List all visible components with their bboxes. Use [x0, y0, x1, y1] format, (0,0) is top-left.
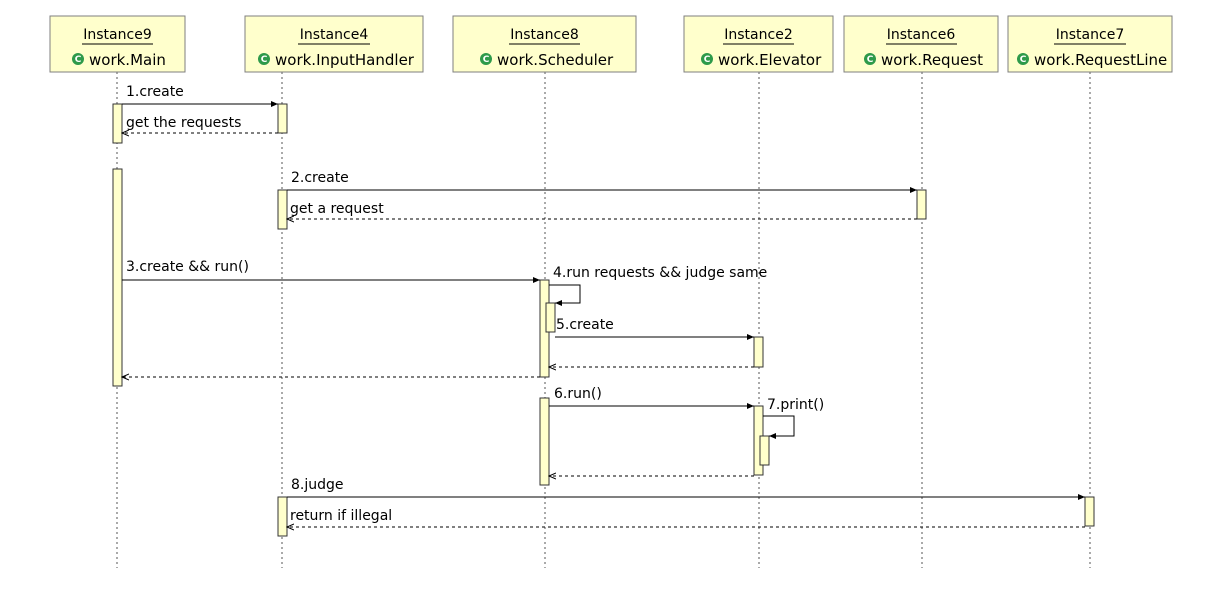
lifeline-class: work.Elevator: [718, 51, 822, 69]
message-label: 1.create: [126, 84, 184, 100]
class-c-icon: [864, 53, 876, 65]
activation-requestline: [1084, 496, 1095, 527]
class-c-icon: [701, 53, 713, 65]
activation-main-1: [112, 103, 123, 144]
lifeline-title: Instance6: [887, 27, 956, 43]
message-label: 6.run(): [554, 386, 602, 402]
activation-inputhandler-3: [277, 496, 288, 537]
activation-scheduler-2: [539, 397, 550, 486]
lifeline-box-scheduler[interactable]: Instance8 C work.Scheduler: [452, 15, 637, 73]
activation-inputhandler-2: [277, 189, 288, 230]
lifeline-class: work.Scheduler: [497, 51, 614, 69]
lifeline-class: work.InputHandler: [275, 51, 415, 69]
lifeline-title: Instance9: [83, 27, 151, 43]
lifeline-title: Instance7: [1056, 27, 1124, 43]
message-label: 2.create: [291, 170, 349, 186]
activation-elevator-1: [753, 336, 764, 368]
activation-elevator-nested: [759, 435, 770, 466]
activation-inputhandler-1: [277, 103, 288, 134]
class-c-icon: [258, 53, 270, 65]
self-call-arrow: [549, 284, 581, 306]
class-c-icon: [72, 53, 84, 65]
lifeline-box-requestline[interactable]: Instance7 C work.RequestLine: [1007, 15, 1173, 73]
message-label: 5.create: [556, 317, 614, 333]
activation-main-2: [112, 168, 123, 387]
activation-request: [916, 189, 927, 220]
svg-text:C: C: [1020, 55, 1027, 65]
activation-scheduler-nested: [545, 302, 556, 333]
self-call-arrow: [763, 415, 795, 439]
lifeline-title: Instance4: [300, 27, 369, 43]
lifeline-box-inputhandler[interactable]: Instance4 C work.InputHandler: [244, 15, 424, 73]
lifeline-title: Instance2: [724, 27, 792, 43]
lifeline-box-main[interactable]: Instance9 C work.Main: [49, 15, 186, 73]
message-label: 7.print(): [767, 397, 824, 413]
svg-text:C: C: [75, 55, 82, 65]
lifeline-title: Instance8: [510, 27, 578, 43]
message-label: 3.create && run(): [126, 259, 249, 275]
class-c-icon: [480, 53, 492, 65]
message-label: get the requests: [126, 115, 241, 131]
svg-text:C: C: [867, 55, 874, 65]
lifeline-box-elevator[interactable]: Instance2 C work.Elevator: [683, 15, 834, 73]
message-label: get a request: [290, 201, 384, 217]
message-label: 8.judge: [291, 477, 344, 493]
lifeline-class: work.Main: [89, 51, 166, 69]
svg-text:C: C: [704, 55, 711, 65]
message-label: 4.run requests && judge same: [553, 265, 767, 281]
lifeline-class: work.Request: [881, 51, 983, 69]
message-label: return if illegal: [290, 508, 392, 524]
lifeline-class: work.RequestLine: [1034, 51, 1167, 69]
class-c-icon: [1017, 53, 1029, 65]
lifeline-box-request[interactable]: Instance6 C work.Request: [843, 15, 999, 73]
svg-text:C: C: [483, 55, 490, 65]
svg-text:C: C: [261, 55, 268, 65]
